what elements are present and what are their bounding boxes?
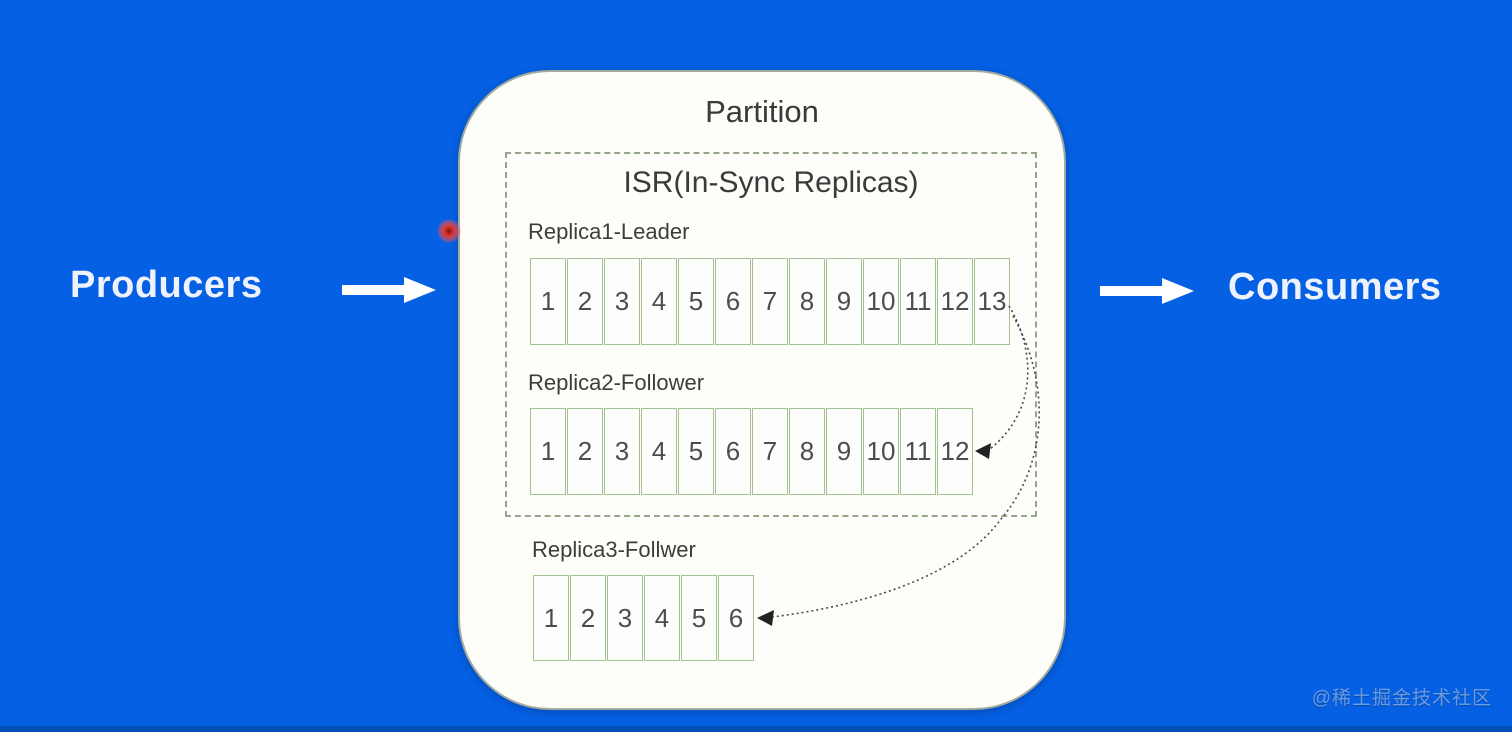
offset-cell: 2 (567, 408, 603, 495)
producer-flow-arrow-icon (342, 277, 436, 303)
offset-cell: 9 (826, 408, 862, 495)
bottom-edge-strip (0, 726, 1512, 732)
offset-cell: 10 (863, 408, 899, 495)
offset-cell: 4 (641, 258, 677, 345)
offset-cell: 4 (641, 408, 677, 495)
offset-cell: 5 (678, 408, 714, 495)
offset-cell: 1 (530, 408, 566, 495)
offset-cell: 2 (567, 258, 603, 345)
offset-cell: 11 (900, 408, 936, 495)
replica1-leader-label: Replica1-Leader (528, 219, 690, 244)
offset-cell: 4 (644, 575, 680, 661)
offset-cell: 11 (900, 258, 936, 345)
isr-title: ISR(In-Sync Replicas) (623, 166, 919, 199)
offset-cell: 3 (604, 258, 640, 345)
offset-cell: 12 (937, 408, 973, 495)
offset-cell: 9 (826, 258, 862, 345)
offset-cell: 3 (604, 408, 640, 495)
offset-cell: 5 (678, 258, 714, 345)
offset-cell: 8 (789, 258, 825, 345)
offset-cell: 13 (974, 258, 1010, 345)
replica2-follower-label: Replica2-Follower (528, 370, 705, 395)
consumer-flow-arrow-icon (1100, 278, 1194, 304)
offset-cell: 3 (607, 575, 643, 661)
offset-cell: 12 (937, 258, 973, 345)
laser-pointer-dot (437, 219, 461, 243)
offset-cell: 6 (718, 575, 754, 661)
partition-title: Partition (705, 94, 819, 129)
replica3-follower-label: Replica3-Follwer (532, 537, 696, 562)
watermark-text: @稀土掘金技术社区 (1311, 688, 1492, 709)
offset-cell: 6 (715, 258, 751, 345)
offset-cell: 5 (681, 575, 717, 661)
offset-cell: 1 (533, 575, 569, 661)
offset-cell: 8 (789, 408, 825, 495)
offset-cell: 2 (570, 575, 606, 661)
consumers-label: Consumers (1228, 266, 1442, 308)
offset-cell: 6 (715, 408, 751, 495)
offset-cell: 1 (530, 258, 566, 345)
offset-cell: 10 (863, 258, 899, 345)
offset-cell: 7 (752, 258, 788, 345)
offset-cell: 7 (752, 408, 788, 495)
producers-label: Producers (70, 264, 263, 306)
